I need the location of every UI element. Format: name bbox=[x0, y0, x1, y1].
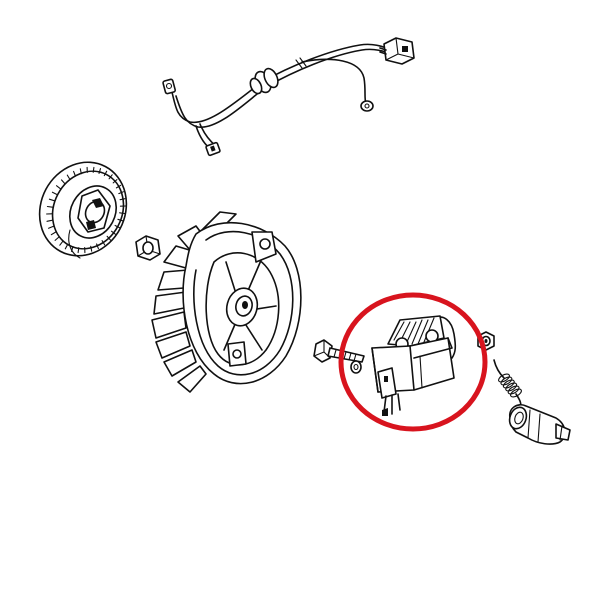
pulley-tooth bbox=[66, 174, 71, 180]
pulley-tooth bbox=[119, 212, 126, 215]
ignition-coil[interactable] bbox=[371, 315, 457, 416]
flywheel-fin bbox=[177, 365, 207, 393]
spring-coil bbox=[505, 382, 518, 392]
flywheel-fin bbox=[163, 349, 197, 377]
pulley-tooth bbox=[101, 240, 106, 246]
spring[interactable] bbox=[493, 359, 523, 409]
flywheel-fin bbox=[155, 331, 191, 359]
spring-coil bbox=[500, 376, 513, 386]
pulley-tooth bbox=[114, 224, 121, 229]
mounting-screw[interactable] bbox=[313, 339, 365, 363]
pulley-tooth bbox=[92, 166, 95, 173]
pulley-tooth bbox=[98, 168, 102, 174]
pulley-tooth bbox=[96, 243, 99, 250]
spring-coil bbox=[502, 379, 515, 389]
pulley-tooth bbox=[46, 205, 53, 208]
flywheel-fin bbox=[153, 291, 187, 315]
pulley-tooth bbox=[51, 191, 58, 196]
pulley-tooth bbox=[60, 179, 66, 185]
pulley-tooth bbox=[115, 184, 122, 189]
spark-plug-boot[interactable] bbox=[507, 403, 571, 445]
flywheel-nut[interactable] bbox=[135, 235, 161, 261]
pulley-tooth bbox=[110, 230, 117, 235]
pulley-tooth bbox=[46, 219, 53, 222]
bottom-connector-icon bbox=[205, 141, 221, 157]
pulley-tooth bbox=[48, 198, 55, 202]
pulley-tooth bbox=[90, 245, 93, 252]
ring-terminal-icon bbox=[360, 100, 374, 112]
pulley-tooth bbox=[106, 235, 112, 241]
flywheel[interactable] bbox=[151, 211, 302, 393]
pulley-tooth bbox=[118, 191, 124, 195]
spring-coil bbox=[510, 388, 522, 398]
pulley-tooth bbox=[64, 243, 69, 250]
pulley-tooth bbox=[73, 170, 76, 177]
pulley-tooth bbox=[117, 218, 124, 222]
washer[interactable] bbox=[350, 360, 362, 374]
pulley-tooth bbox=[55, 185, 62, 190]
pulley-tooth bbox=[79, 168, 82, 175]
wire-grommet bbox=[249, 67, 279, 95]
pulley-tooth bbox=[50, 231, 57, 236]
top-connector-icon bbox=[379, 37, 415, 65]
wire-harness[interactable] bbox=[162, 37, 415, 157]
highlight-circle bbox=[338, 292, 488, 432]
pulley-tooth bbox=[108, 174, 113, 180]
pulley-tooth bbox=[59, 240, 64, 246]
pulley-tooth bbox=[103, 170, 108, 177]
pulley-tooth bbox=[54, 236, 60, 241]
pulley-tooth bbox=[48, 225, 54, 229]
pulley-tooth bbox=[77, 247, 80, 254]
spring-coil bbox=[498, 373, 510, 383]
left-terminal-icon bbox=[162, 78, 176, 95]
pulley-tooth bbox=[119, 198, 126, 201]
spring-coil bbox=[507, 385, 520, 395]
starter-pulley[interactable] bbox=[23, 147, 142, 271]
pulley-tooth bbox=[112, 179, 118, 184]
